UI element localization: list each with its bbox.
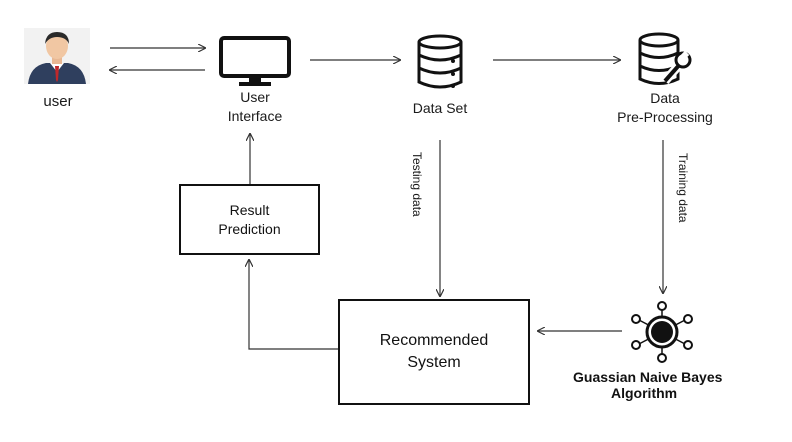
network-node-icon (631, 301, 693, 363)
testing-data-label: Testing data (410, 152, 424, 217)
data-set-label: Data Set (412, 100, 468, 116)
result-prediction-box: Result Prediction (179, 184, 320, 255)
user-label: user (43, 93, 73, 110)
algorithm-label: Guassian Naive Bayes Algorithm (573, 369, 723, 401)
recommended-system-box: Recommended System (338, 299, 530, 405)
database-icon (417, 34, 463, 89)
database-wrench-icon (638, 32, 692, 85)
arrow-recommended-to-result (249, 260, 338, 350)
user-interface-label: User Interface (227, 89, 283, 124)
monitor-icon (219, 36, 291, 86)
user-avatar-icon (24, 28, 90, 84)
training-data-label: Training data (676, 153, 690, 223)
data-pre-processing-label: Data Pre-Processing (617, 90, 713, 125)
